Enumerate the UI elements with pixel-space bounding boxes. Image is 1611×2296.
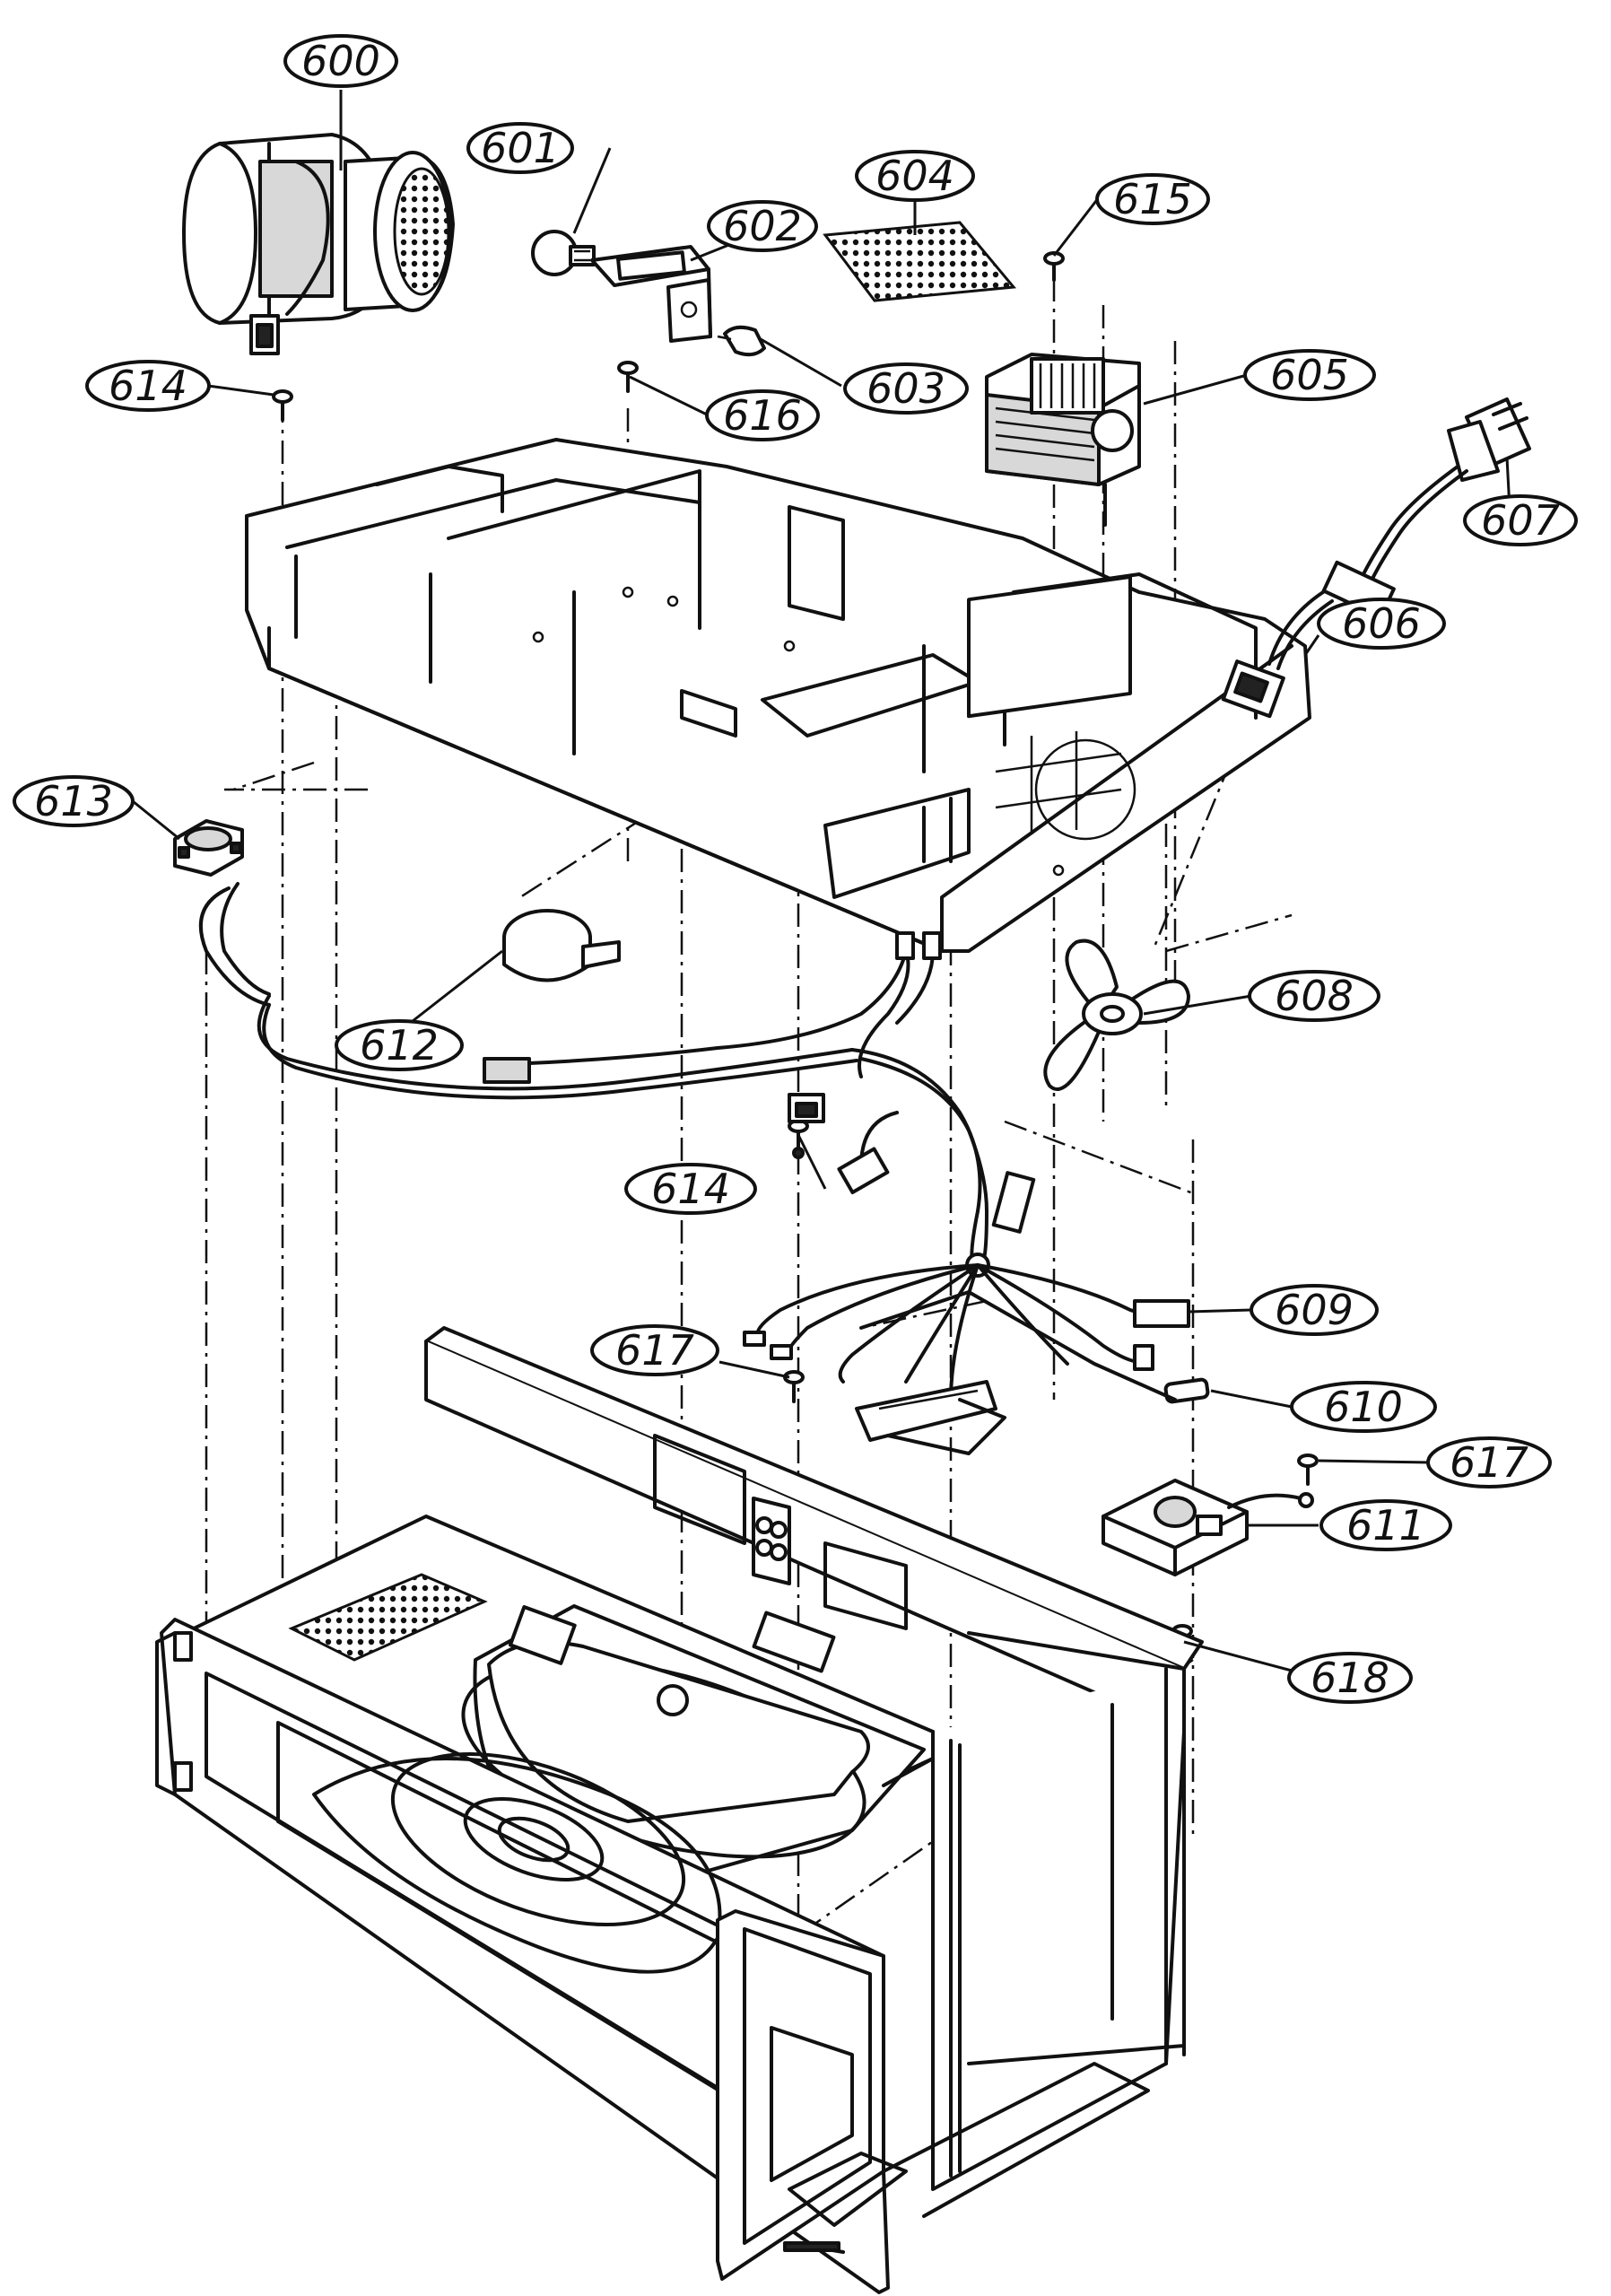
part-label-618: 618 xyxy=(1311,1654,1389,1702)
screw-614-top xyxy=(272,389,293,422)
callout-608: 608 xyxy=(1248,970,1380,1022)
callout-601: 601 xyxy=(466,122,574,174)
part-label-611: 611 xyxy=(1346,1501,1425,1550)
part-label-605: 605 xyxy=(1270,351,1349,399)
part-label-601: 601 xyxy=(481,124,560,172)
callout-611: 611 xyxy=(1319,1499,1452,1551)
part-label-616: 616 xyxy=(723,391,802,440)
callout-614-top: 614 xyxy=(85,360,211,412)
lamp-socket-603 xyxy=(717,325,766,357)
callout-616: 616 xyxy=(705,389,820,441)
blower-fan-600 xyxy=(182,133,455,355)
part-label-607: 607 xyxy=(1481,496,1560,545)
callout-606: 606 xyxy=(1317,598,1446,650)
part-label-603: 603 xyxy=(866,364,945,413)
callout-604: 604 xyxy=(855,150,975,202)
fuse-610 xyxy=(1163,1377,1210,1404)
part-label-604: 604 xyxy=(875,152,954,200)
callout-612: 612 xyxy=(335,1019,464,1071)
part-label-608: 608 xyxy=(1275,972,1354,1020)
part-label-614-mid: 614 xyxy=(651,1165,730,1213)
filter-604 xyxy=(823,221,1016,302)
callout-605: 605 xyxy=(1243,349,1376,401)
callout-600: 600 xyxy=(283,34,398,88)
lamp-holder-602 xyxy=(590,245,712,343)
callout-615: 615 xyxy=(1095,173,1210,225)
part-label-610: 610 xyxy=(1324,1383,1403,1431)
callout-603: 603 xyxy=(843,362,969,415)
part-label-614-top: 614 xyxy=(109,362,187,410)
callout-613: 613 xyxy=(13,775,135,827)
part-label-600: 600 xyxy=(301,37,380,85)
part-label-617-left: 617 xyxy=(615,1326,694,1375)
part-label-612: 612 xyxy=(360,1021,439,1069)
noise-filter-611 xyxy=(1102,1479,1314,1576)
part-label-602: 602 xyxy=(723,202,802,250)
screw-614-mid xyxy=(788,1119,809,1159)
wire-harness-609 xyxy=(198,882,1190,1442)
part-label-613: 613 xyxy=(34,777,113,825)
callout-614-mid: 614 xyxy=(624,1163,757,1215)
screw-616 xyxy=(617,361,639,393)
part-label-617-right: 617 xyxy=(1450,1438,1528,1487)
callout-609: 609 xyxy=(1250,1284,1379,1336)
callout-617-right: 617 xyxy=(1426,1436,1552,1488)
callout-610: 610 xyxy=(1290,1381,1437,1433)
screw-617-right xyxy=(1297,1454,1319,1486)
part-label-615: 615 xyxy=(1113,175,1192,223)
thermostat-613 xyxy=(173,819,244,877)
part-label-609: 609 xyxy=(1275,1286,1354,1334)
callout-602: 602 xyxy=(707,200,818,252)
callout-617-left: 617 xyxy=(590,1324,719,1376)
screw-615 xyxy=(1043,251,1065,282)
part-label-606: 606 xyxy=(1342,599,1421,648)
power-cord-607 xyxy=(1221,397,1531,719)
lamp-601 xyxy=(531,230,596,276)
turntable-motor-612 xyxy=(483,909,621,1084)
callout-618: 618 xyxy=(1287,1652,1413,1704)
base-plate-606 xyxy=(245,438,1311,953)
oven-cavity xyxy=(155,1290,1204,2294)
callout-607: 607 xyxy=(1463,494,1578,546)
transformer-605 xyxy=(985,353,1141,527)
